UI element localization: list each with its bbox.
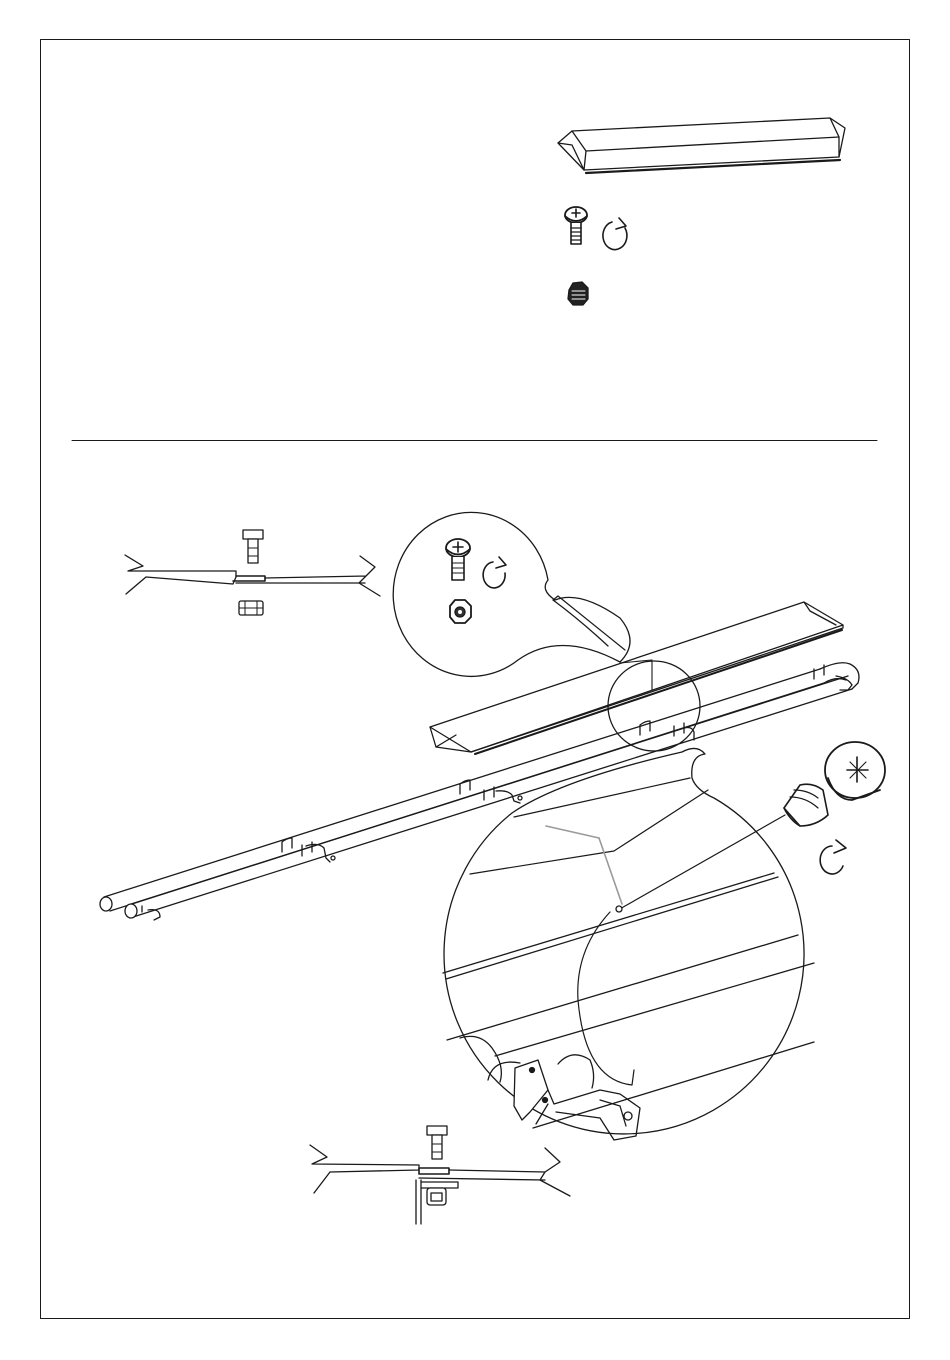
bracket-joint-detail-icon (310, 1126, 570, 1224)
assembly-panel (100, 512, 885, 1224)
pan-head-screw-icon (565, 207, 587, 244)
hex-nut-icon (450, 600, 471, 623)
hex-nut-icon (568, 282, 588, 305)
lower-magnifier-callout (443, 748, 814, 1140)
angle-flashing-icon (558, 118, 845, 173)
bolt-joint-detail-icon (125, 530, 380, 615)
pan-head-screw-icon (784, 742, 885, 826)
upper-magnifier-callout (393, 512, 630, 676)
rotate-clockwise-icon (603, 218, 627, 250)
parts-panel (558, 118, 845, 305)
page-border (41, 40, 910, 1319)
rotate-clockwise-icon (820, 840, 846, 874)
